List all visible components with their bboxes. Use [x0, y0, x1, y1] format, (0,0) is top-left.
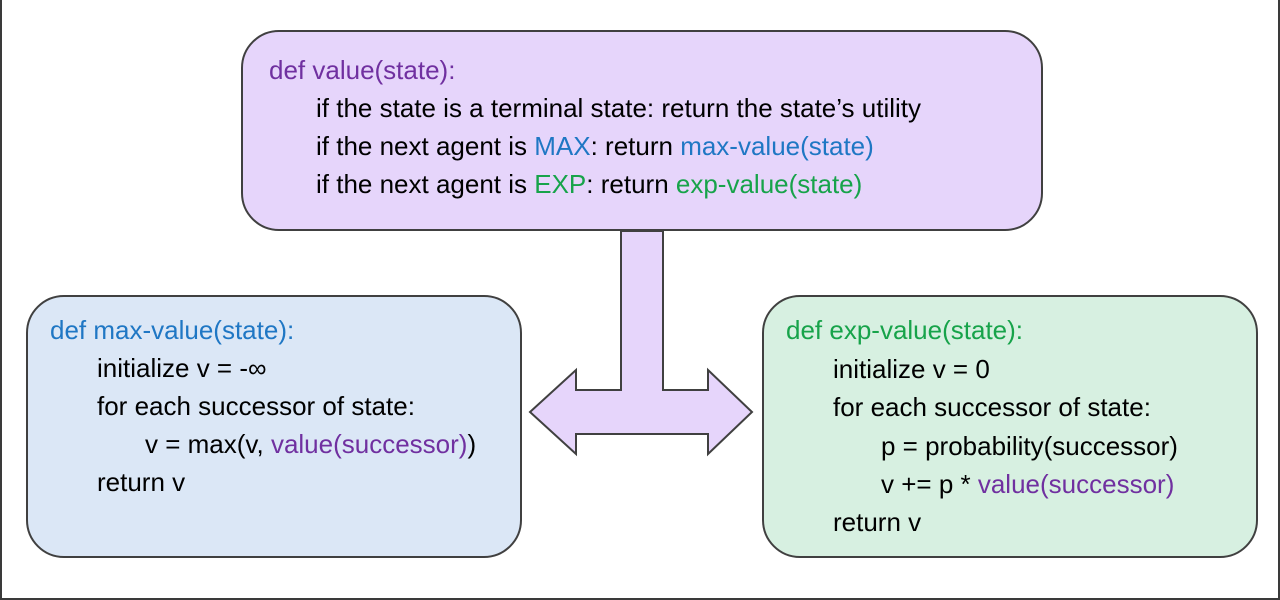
exp-update-text: v += p *: [881, 469, 978, 499]
max-agent-label: MAX: [534, 131, 591, 161]
exp-return-line: return v: [833, 507, 922, 537]
max-dispatch-text: if the next agent is: [316, 131, 535, 161]
value-function-header: def value(state):: [269, 55, 456, 85]
exp-update-line: v += p * value(successor): [881, 465, 1174, 503]
exp-value-call: exp-value(state): [675, 169, 863, 199]
max-value-call: max-value(state): [680, 131, 874, 161]
value-function-box: def value(state): if the state is a term…: [241, 30, 1043, 231]
max-return-text: : return: [590, 131, 681, 161]
max-update-text: v = max(v,: [145, 429, 271, 459]
max-value-box: def max-value(state): initialize v = -∞ …: [26, 295, 522, 558]
max-dispatch-line: if the next agent is MAX: return max-val…: [316, 127, 874, 165]
exp-init-line: initialize v = 0: [833, 354, 990, 384]
exp-value-box: def exp-value(state): initialize v = 0 f…: [762, 295, 1258, 558]
exp-loop-line: for each successor of state:: [833, 392, 1151, 422]
max-loop-line: for each successor of state:: [97, 391, 415, 421]
max-value-recursive-call: value(successor): [270, 429, 468, 459]
exp-dispatch-text: if the next agent is: [316, 169, 535, 199]
max-return-line: return v: [97, 467, 186, 497]
exp-probability-line: p = probability(successor): [881, 431, 1178, 461]
branch-arrow-shape: [528, 230, 754, 457]
exp-return-text: : return: [586, 169, 676, 199]
max-update-line: v = max(v, value(successor)): [145, 425, 476, 463]
exp-value-recursive-call: value(successor): [977, 469, 1175, 499]
exp-value-header: def exp-value(state):: [786, 315, 1024, 345]
max-update-close: ): [467, 429, 477, 459]
terminal-check-line: if the state is a terminal state: return…: [316, 93, 922, 123]
exp-agent-label: EXP: [534, 169, 587, 199]
max-init-line: initialize v = -∞: [97, 353, 267, 383]
max-value-header: def max-value(state):: [50, 315, 295, 345]
exp-dispatch-line: if the next agent is EXP: return exp-val…: [316, 165, 862, 203]
